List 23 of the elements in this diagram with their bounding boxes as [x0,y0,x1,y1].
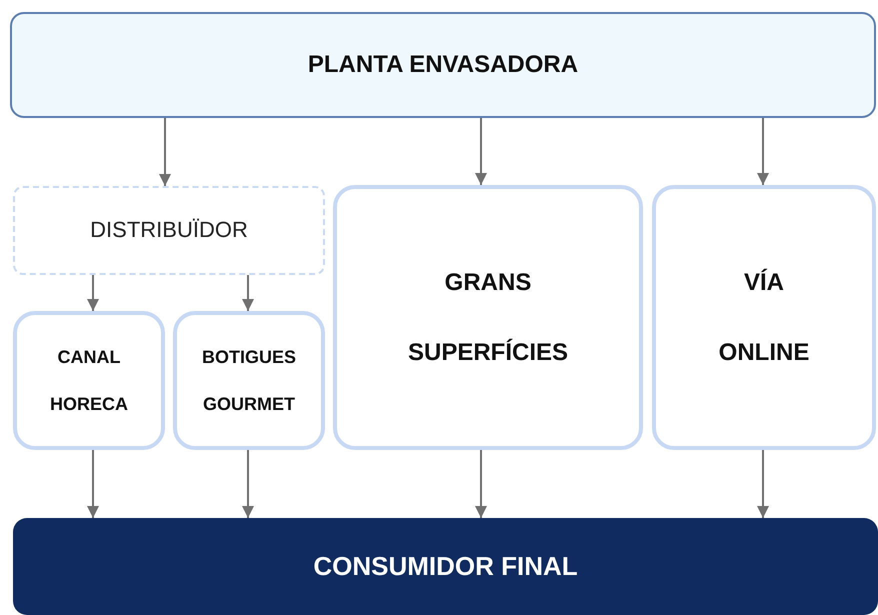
arrow [87,450,99,518]
intermediary-box [13,186,325,275]
channel-box [333,185,643,450]
arrow [757,118,769,185]
node-label: BOTIGUES GOURMET [200,346,297,416]
node-label: CANAL HORECA [48,346,129,416]
arrow [159,118,171,186]
node-label: GRANS SUPERFÍCIES [406,268,570,368]
node-label: PLANTA ENVASADORA [306,50,580,80]
node-label: DISTRIBUÏDOR [89,217,249,244]
node-label: VÍA ONLINE [718,268,810,368]
arrow [87,275,99,311]
arrow [757,450,769,518]
node-label: CONSUMIDOR FINAL [312,550,579,582]
arrow [242,275,254,311]
destination-box [13,518,878,615]
channel-box [652,185,876,450]
arrow [242,450,254,518]
channel-box [13,311,165,450]
channel-box [173,311,325,450]
arrow [475,118,487,185]
arrow [475,450,487,518]
source-box [10,12,876,118]
